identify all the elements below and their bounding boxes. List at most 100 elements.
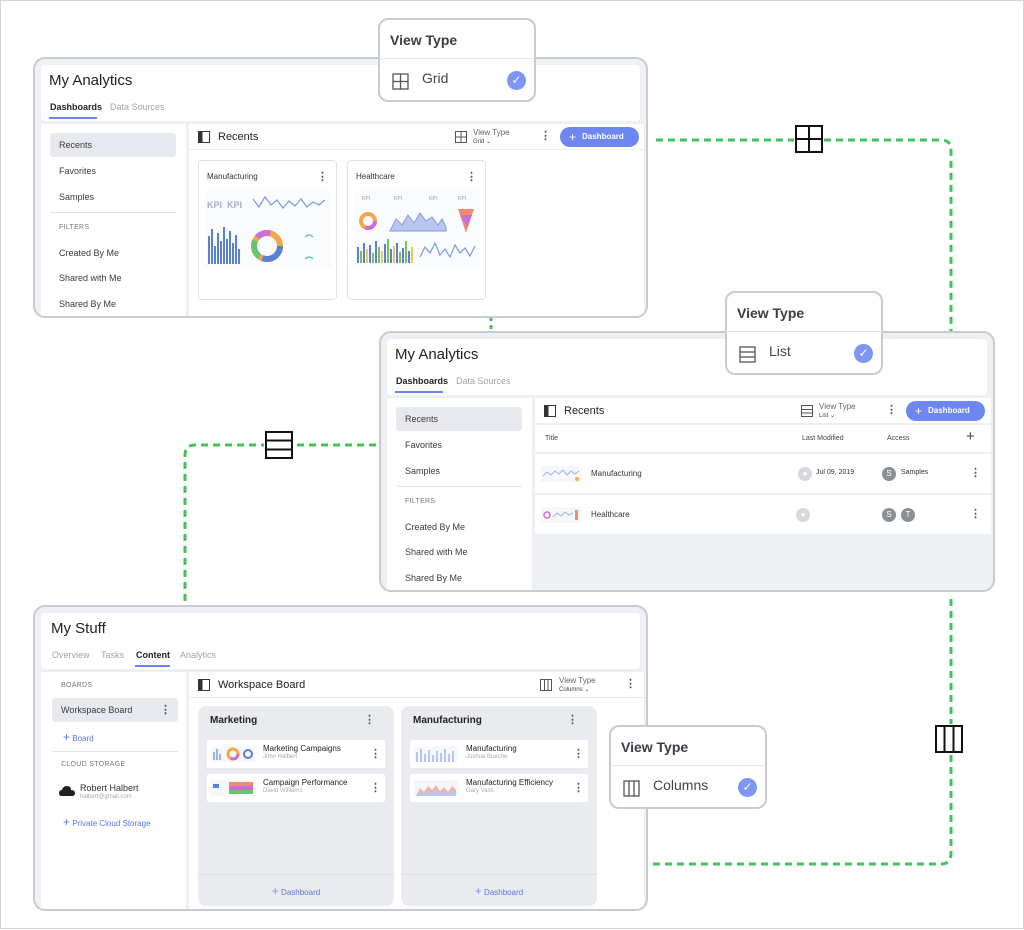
column-header-last-modified[interactable]: Last Modified	[802, 435, 844, 442]
more-icon[interactable]: ⋮	[625, 678, 636, 690]
add-board-link[interactable]: + Board	[63, 730, 94, 744]
more-icon[interactable]: ⋮	[573, 782, 584, 794]
more-icon[interactable]: ⋮	[970, 467, 981, 479]
sidebar: Recents Favorites Samples FILTERS Create…	[41, 124, 186, 316]
dashboard-thumbnail	[211, 746, 255, 762]
page-title: My Analytics	[49, 72, 133, 89]
boards-caption: BOARDS	[61, 682, 93, 689]
tab-overview[interactable]: Overview	[52, 650, 90, 660]
recents-title: Recents	[564, 405, 605, 417]
private-cloud-storage-link[interactable]: + Private Cloud Storage	[63, 815, 151, 829]
main-area: Recents View Type Grid ⌄ ⋮ +Dashboard Ma…	[189, 124, 644, 316]
popup-heading: View Type	[737, 305, 805, 321]
add-dashboard-link[interactable]: + Dashboard	[198, 874, 394, 906]
view-option-grid[interactable]: Grid	[422, 70, 449, 86]
dashboard-thumbnail	[211, 780, 255, 796]
add-dashboard-button[interactable]: +Dashboard	[560, 127, 639, 147]
more-icon[interactable]: ⋮	[970, 508, 981, 520]
filters-caption: FILTERS	[59, 224, 90, 231]
filter-shared-by-me[interactable]: Shared By Me	[59, 299, 117, 309]
sidebar-item-workspace-board[interactable]: Workspace Board⋮	[52, 698, 178, 722]
app-header: My Analytics Dashboards Data Sources	[41, 65, 640, 121]
avatar: S	[882, 508, 896, 522]
sidebar-item-samples[interactable]: Samples	[405, 466, 441, 476]
view-type-select[interactable]: Grid ⌄	[473, 139, 492, 145]
add-column-icon[interactable]: +	[966, 428, 975, 445]
filter-created-by-me[interactable]: Created By Me	[405, 522, 466, 532]
list-item[interactable]: Manufacturing Efficiency Gary Vass ⋮	[410, 774, 588, 802]
filter-created-by-me[interactable]: Created By Me	[59, 248, 120, 258]
table-row[interactable]: Healthcare ● S T ⋮	[535, 495, 991, 535]
column-header-access[interactable]: Access	[887, 435, 910, 442]
tab-data-sources[interactable]: Data Sources	[456, 376, 511, 386]
svg-text:KPI: KPI	[207, 200, 222, 210]
filter-shared-with-me[interactable]: Shared with Me	[405, 547, 468, 557]
card-title: Manufacturing	[207, 172, 258, 181]
list-item[interactable]: Manufacturing Joshua Bueche ⋮	[410, 740, 588, 768]
dashboard-card-manufacturing[interactable]: Manufacturing ⋮ KPI KPI	[198, 160, 337, 300]
columns-view-window: My Stuff Overview Tasks Content Analytic…	[33, 605, 648, 911]
item-author: Gary Vass	[466, 788, 494, 794]
avatar: S	[882, 467, 896, 481]
tab-dashboards[interactable]: Dashboards	[396, 376, 449, 386]
column-header-title[interactable]: Title	[545, 435, 558, 442]
toolbar: Workspace Board View Type Columns ⌄ ⋮	[189, 672, 644, 698]
list-item[interactable]: Campaign Performance David Williams ⋮	[207, 774, 385, 802]
view-type-popup-grid: View Type Grid ✓	[378, 18, 536, 102]
more-icon[interactable]: ⋮	[370, 748, 381, 760]
more-icon[interactable]: ⋮	[370, 782, 381, 794]
view-type-select[interactable]: List ⌄	[819, 413, 836, 419]
sidebar-item-favorites[interactable]: Favorites	[59, 166, 97, 176]
grid-view-window: My Analytics Dashboards Data Sources Rec…	[33, 57, 648, 318]
popup-heading: View Type	[621, 739, 689, 755]
sidebar-item-favorites[interactable]: Favorites	[405, 440, 443, 450]
sidebar-toggle-icon[interactable]	[544, 405, 556, 417]
main-area: Workspace Board View Type Columns ⌄ ⋮ Ma…	[189, 672, 644, 909]
view-type-popup-list: View Type List ✓	[725, 291, 883, 375]
divider	[50, 212, 176, 213]
more-icon[interactable]: ⋮	[160, 704, 171, 716]
board-column-manufacturing: Manufacturing ⋮ Manufacturing Joshua Bue…	[401, 706, 597, 906]
dashboard-thumbnail: KPI KPI KPI KPI	[354, 191, 480, 267]
sidebar-item-recents[interactable]: Recents	[396, 407, 522, 431]
tab-data-sources[interactable]: Data Sources	[110, 102, 165, 112]
columns-icon[interactable]	[540, 679, 552, 691]
cloud-storage-caption: CLOUD STORAGE	[61, 761, 126, 768]
sidebar-toggle-icon[interactable]	[198, 131, 210, 143]
recents-title: Recents	[218, 131, 259, 143]
list-item[interactable]: Marketing Campaigns John Halbert ⋮	[207, 740, 385, 768]
more-icon[interactable]: ⋮	[466, 171, 477, 183]
view-option-list[interactable]: List	[769, 343, 791, 359]
board-column-marketing: Marketing ⋮ Marketing Campaigns John Hal…	[198, 706, 394, 906]
add-dashboard-link[interactable]: + Dashboard	[401, 874, 597, 906]
popup-heading: View Type	[390, 32, 458, 48]
tab-analytics[interactable]: Analytics	[180, 650, 217, 660]
tab-tasks[interactable]: Tasks	[101, 650, 125, 660]
sidebar-toggle-icon[interactable]	[198, 679, 210, 691]
more-icon[interactable]: ⋮	[540, 130, 551, 142]
sidebar-item-samples[interactable]: Samples	[59, 192, 95, 202]
user-name: Robert Halbert	[80, 783, 139, 793]
view-type-select[interactable]: Columns ⌄	[559, 687, 590, 693]
dashboard-thumbnail	[414, 780, 458, 796]
filter-shared-with-me[interactable]: Shared with Me	[59, 273, 122, 283]
view-option-columns[interactable]: Columns	[653, 777, 709, 793]
plus-icon: +	[474, 884, 482, 898]
divider	[52, 751, 178, 752]
table-header: Title Last Modified Access +	[535, 425, 991, 453]
add-dashboard-button[interactable]: +Dashboard	[906, 401, 985, 421]
more-icon[interactable]: ⋮	[567, 714, 578, 726]
more-icon[interactable]: ⋮	[573, 748, 584, 760]
dashboard-card-healthcare[interactable]: Healthcare ⋮ KPI KPI KPI KPI	[347, 160, 486, 300]
list-icon	[739, 346, 756, 363]
more-icon[interactable]: ⋮	[317, 171, 328, 183]
filter-shared-by-me[interactable]: Shared By Me	[405, 573, 463, 583]
more-icon[interactable]: ⋮	[886, 404, 897, 416]
sidebar-item-recents[interactable]: Recents	[50, 133, 176, 157]
grid-icon[interactable]	[455, 131, 467, 143]
list-icon[interactable]	[801, 405, 813, 417]
more-icon[interactable]: ⋮	[364, 714, 375, 726]
table-row[interactable]: Manufacturing ● Jul 09, 2019 S Samples ⋮	[535, 454, 991, 494]
tab-dashboards[interactable]: Dashboards	[50, 102, 103, 112]
tab-content[interactable]: Content	[136, 650, 170, 660]
